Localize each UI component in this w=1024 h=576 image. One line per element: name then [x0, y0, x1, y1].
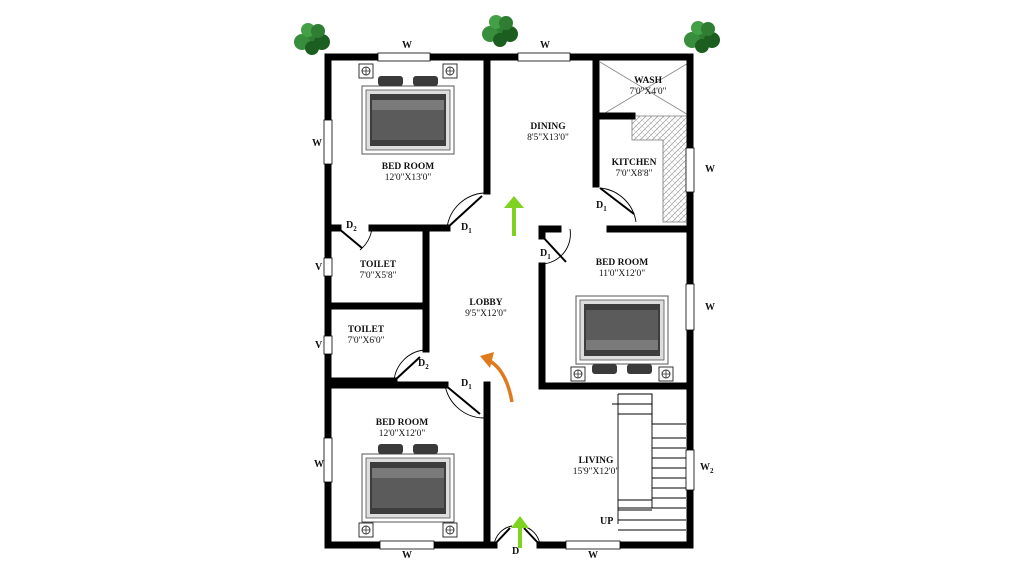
- mark-sub: 2: [353, 225, 357, 233]
- mark-base: D: [461, 222, 469, 233]
- room-name: BED ROOM: [375, 418, 429, 428]
- door-mark-bottom-bedroom: D1: [461, 378, 472, 391]
- door-d1-right-bedroom[interactable]: [541, 228, 571, 265]
- room-name: TOILET: [359, 260, 397, 270]
- door-mark-right-bedroom: D1: [540, 248, 551, 261]
- room-size: 7'0"X4'0": [629, 87, 667, 97]
- room-name: DINING: [530, 122, 566, 132]
- door-main-entrance[interactable]: [493, 525, 541, 546]
- arrow-green-dining: [504, 196, 524, 236]
- door-d1-top-bedroom[interactable]: [446, 192, 485, 229]
- room-label-bedroom-bottom: BED ROOM 12'0"X12'0": [362, 418, 442, 440]
- room-name: LOBBY: [469, 298, 503, 308]
- mark-sub: 1: [547, 253, 551, 261]
- window-mark-kitchen: W: [705, 164, 715, 175]
- mark-base: D: [461, 378, 469, 389]
- ventilator-mark-toilet-1: V: [315, 262, 323, 273]
- window-living-south: [565, 540, 621, 550]
- tree-right: [684, 21, 720, 53]
- window-mark-living-south: W: [588, 550, 598, 561]
- bed-top-bedroom: [358, 63, 458, 155]
- room-size: 9'5"X12'0": [465, 309, 507, 319]
- room-label-living: LIVING 15'9"X12'0": [556, 456, 636, 478]
- room-label-bedroom-top: BED ROOM 12'0"X13'0": [368, 162, 448, 184]
- window-left-bedroom: [323, 119, 333, 165]
- mark-base: W: [700, 462, 710, 473]
- window-mark-right-bedroom: W: [705, 302, 715, 313]
- window-living: [685, 449, 695, 491]
- window-mark-living: W2: [700, 462, 714, 475]
- door-mark-toilet-1: D2: [346, 220, 357, 233]
- room-label-lobby: LOBBY 9'5"X12'0": [446, 298, 526, 320]
- ventilator-toilet-2: [323, 335, 333, 355]
- mark-sub: 1: [468, 227, 472, 235]
- window-right-bedroom: [685, 283, 695, 331]
- mark-sub: 1: [603, 205, 607, 213]
- window-mark-bottom-bedroom: W: [314, 459, 324, 470]
- room-label-toilet-2: TOILET 7'0"X6'0": [326, 325, 406, 347]
- room-size: 8'5"X13'0": [527, 133, 569, 143]
- door-d1-bottom-bedroom[interactable]: [444, 384, 485, 419]
- room-size: 12'0"X12'0": [378, 429, 426, 439]
- door-mark-main: D: [512, 546, 520, 557]
- mark-sub: 2: [710, 467, 714, 475]
- door-d2-toilet-2[interactable]: [393, 349, 425, 382]
- room-label-wash: WASH 7'0"X4'0": [608, 76, 688, 98]
- arrow-green-entrance: [511, 516, 529, 548]
- room-name: TOILET: [347, 325, 385, 335]
- room-label-bedroom-right: BED ROOM 11'0"X12'0": [582, 258, 662, 280]
- wash-area: [599, 61, 691, 117]
- room-name: KITCHEN: [611, 158, 657, 168]
- tree-center: [482, 15, 518, 47]
- door-mark-top-bedroom: D1: [461, 222, 472, 235]
- mark-base: D: [418, 358, 426, 369]
- room-label-dining: DINING 8'5"X13'0": [508, 122, 588, 144]
- arrow-orange-lobby: [480, 352, 514, 403]
- doors: [337, 187, 637, 546]
- window-mark-dining: W: [540, 40, 550, 51]
- mark-base: D: [540, 248, 548, 259]
- door-d2-toilet-1[interactable]: [337, 227, 373, 251]
- door-d1-kitchen[interactable]: [599, 187, 637, 223]
- room-size: 7'0"X6'0": [347, 336, 385, 346]
- room-size: 11'0"X12'0": [598, 269, 646, 279]
- mark-base: D: [346, 220, 354, 231]
- window-mark-bottom-bedroom-south: W: [402, 550, 412, 561]
- window-mark-top-bedroom: W: [402, 40, 412, 51]
- bed-bottom-bedroom: [358, 443, 458, 538]
- room-label-toilet-1: TOILET 7'0"X5'8": [338, 260, 418, 282]
- windows: [323, 52, 695, 550]
- window-bottom-bedroom: [323, 437, 333, 483]
- room-name: BED ROOM: [595, 258, 649, 268]
- mark-sub: 2: [425, 363, 429, 371]
- room-name: WASH: [634, 76, 662, 86]
- room-size: 12'0"X13'0": [384, 173, 432, 183]
- ventilator-toilet-1: [323, 257, 333, 277]
- window-dining: [517, 52, 571, 62]
- room-label-kitchen: KITCHEN 7'0"X8'8": [594, 158, 674, 180]
- mark-sub: 1: [468, 383, 472, 391]
- window-top-bedroom: [377, 52, 431, 62]
- staircase: [612, 393, 686, 531]
- window-bottom-bedroom-south: [379, 540, 435, 550]
- tree-left: [294, 23, 330, 55]
- ventilator-mark-toilet-2: V: [315, 340, 323, 351]
- stair-up-label: UP: [600, 516, 614, 527]
- room-size: 15'9"X12'0": [572, 467, 620, 477]
- room-name: LIVING: [578, 456, 614, 466]
- door-mark-toilet-2: D2: [418, 358, 429, 371]
- bed-right-bedroom: [570, 295, 674, 382]
- window-kitchen: [685, 147, 695, 193]
- room-size: 7'0"X8'8": [615, 169, 653, 179]
- window-mark-left-bedroom: W: [312, 138, 322, 149]
- room-name: BED ROOM: [381, 162, 435, 172]
- room-size: 7'0"X5'8": [359, 271, 397, 281]
- door-mark-kitchen: D1: [596, 200, 607, 213]
- mark-base: D: [596, 200, 604, 211]
